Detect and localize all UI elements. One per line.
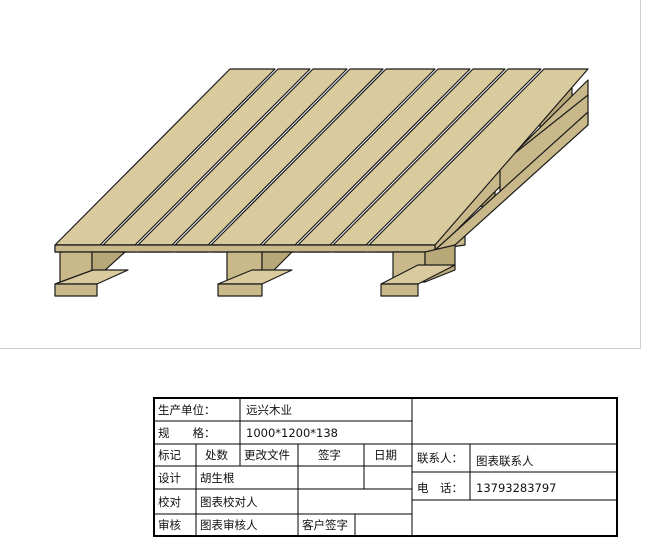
title-block-border: [153, 397, 618, 537]
producer-label: 生产单位：: [158, 403, 216, 417]
col-date: 日期: [374, 448, 397, 462]
check-label: 校对: [158, 495, 181, 509]
contact-label: 联系人：: [417, 451, 463, 465]
phone-value: 13793283797: [476, 481, 556, 495]
design-value: 胡生根: [200, 471, 235, 485]
spec-value: 1000*1200*138: [246, 426, 338, 440]
producer-value: 远兴木业: [246, 403, 292, 417]
customer-sign-label: 客户签字: [302, 518, 348, 532]
pallet-drawing-viewport: .top { fill: #dacb9e; stroke: #1a1a1a; s…: [0, 0, 641, 349]
col-count: 处数: [205, 448, 228, 462]
check-value: 图表校对人: [200, 495, 258, 509]
pallet-drawing: .top { fill: #dacb9e; stroke: #1a1a1a; s…: [54, 68, 589, 297]
review-value: 图表审核人: [200, 518, 258, 532]
col-signature: 签字: [318, 448, 341, 462]
review-label: 审核: [158, 518, 181, 532]
col-change-file: 更改文件: [244, 448, 290, 462]
design-label: 设计: [158, 471, 181, 485]
spec-label: 规 格：: [158, 426, 216, 440]
phone-label: 电 话：: [417, 481, 463, 495]
deck-boards: [54, 68, 589, 253]
col-mark: 标记: [158, 448, 181, 462]
bottom-runners: [54, 264, 456, 297]
contact-value: 图表联系人: [476, 454, 534, 468]
